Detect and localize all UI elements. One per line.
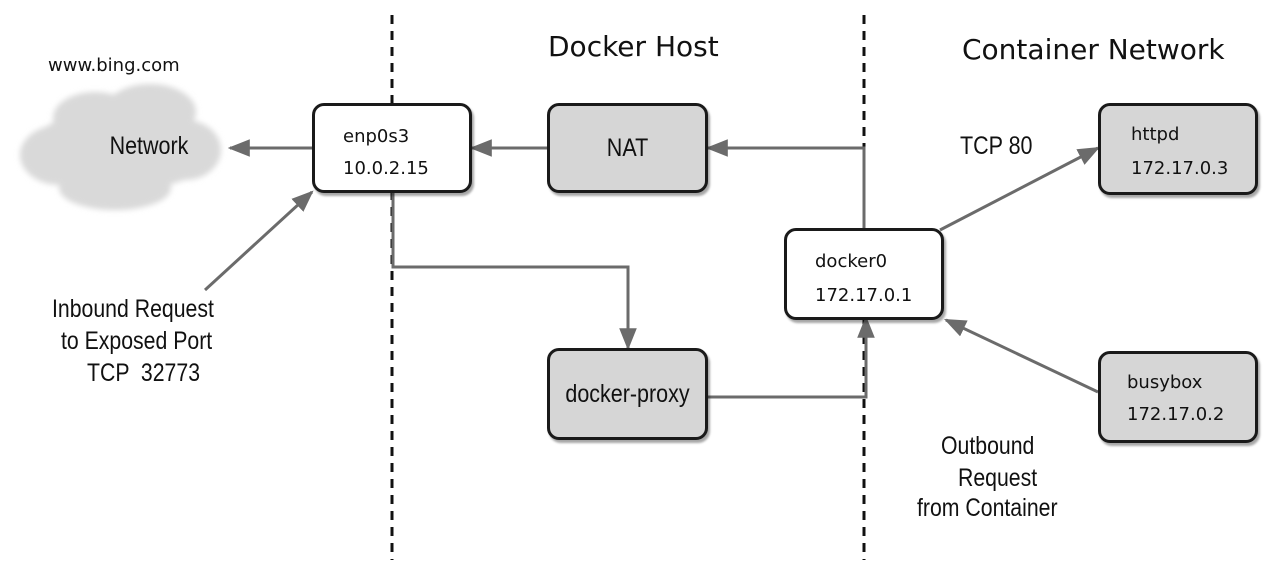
arrow-inbound-to-enp0s3 [203,190,314,292]
httpd-name: httpd [1131,124,1180,145]
network-cloud [20,84,221,210]
enp0s3-ip: 10.0.2.15 [343,158,429,179]
arrow-enp0s3-to-docker-proxy [391,192,637,351]
enp0s3-box: enp0s3 10.0.2.15 [312,103,472,193]
network-label: Network [109,132,189,160]
outbound-line-3: from Container [917,494,1058,522]
tcp80-label: TCP 80 [960,132,1033,160]
nat-label: NAT [606,133,649,162]
nat-box: NAT [547,103,708,193]
docker-proxy-label: docker-proxy [565,379,690,408]
busybox-name: busybox [1127,372,1203,393]
docker0-box: docker0 172.17.0.1 [784,228,944,320]
busybox-ip: 172.17.0.2 [1127,404,1225,425]
container-network-title: Container Network [962,33,1225,66]
docker-proxy-box: docker-proxy [547,348,708,440]
arrow-busybox-to-docker0 [944,318,1099,394]
busybox-box: busybox 172.17.0.2 [1098,351,1258,443]
inbound-line-1: Inbound Request [52,295,214,323]
bing-url-label: www.bing.com [48,55,180,76]
outbound-line-2: Request [958,464,1038,492]
inbound-line-3: TCP 32773 [87,359,201,387]
docker0-ip: 172.17.0.1 [815,285,913,306]
docker0-name: docker0 [815,251,888,272]
enp0s3-name: enp0s3 [343,126,410,147]
arrow-docker0-to-nat [705,139,866,228]
arrow-docker0-to-httpd [939,146,1100,232]
inbound-line-2: to Exposed Port [61,327,213,355]
arrow-docker-proxy-to-docker0 [708,315,875,399]
httpd-box: httpd 172.17.0.3 [1098,103,1258,195]
outbound-line-1: Outbound [941,432,1035,460]
httpd-ip: 172.17.0.3 [1131,158,1229,179]
docker-host-title: Docker Host [548,30,719,63]
